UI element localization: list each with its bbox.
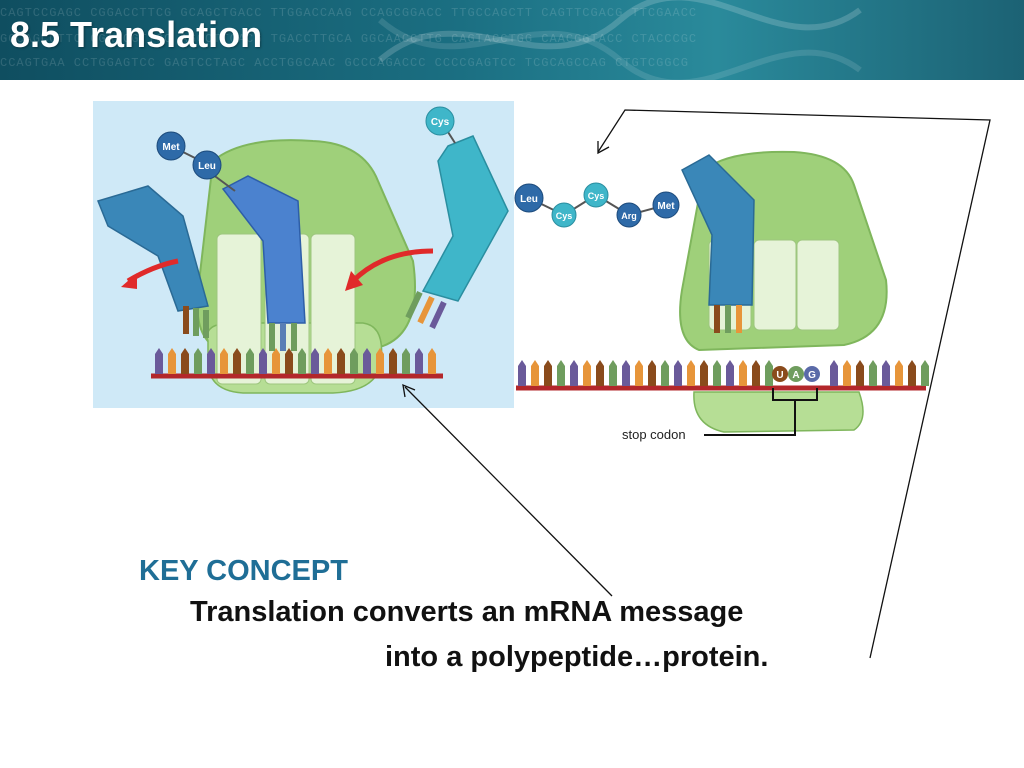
mrna-base: [726, 360, 734, 386]
mrna-base: [661, 360, 669, 386]
amino-acid-leu: [514, 183, 544, 213]
mrna-base: [752, 360, 760, 386]
mrna-base: [402, 348, 410, 374]
key-concept-heading: KEY CONCEPT: [139, 555, 348, 587]
dna-sequence-row: CCAGTGAA CCTGGAGTCC GAGTCCTAGC ACCTGGCAA…: [0, 56, 689, 70]
amino-acid-label: Met: [657, 201, 675, 212]
mrna-base: [622, 360, 630, 386]
mrna-base: [739, 360, 747, 386]
mrna-base: [700, 360, 708, 386]
amino-acid-met: [156, 131, 186, 161]
ribosome-small-subunit: [693, 391, 864, 433]
mrna-bases: [518, 360, 929, 386]
mrna-base: [518, 360, 526, 386]
translation-diagram-right: U A G stop codon Leu Cys Cys Arg Met: [514, 140, 934, 460]
mrna-base: [324, 348, 332, 374]
key-concept-text-line: into a polypeptide…protein.: [385, 641, 769, 673]
mrna-base: [674, 360, 682, 386]
mrna-base: [272, 348, 280, 374]
mrna-base: [531, 360, 539, 386]
trna-p-site: [221, 175, 306, 324]
mrna-base: [687, 360, 695, 386]
amino-acid-label: Cys: [556, 211, 573, 221]
mrna-base: [609, 360, 617, 386]
stop-codon-letter: A: [792, 370, 799, 381]
e-site: [216, 233, 262, 385]
mrna-base: [908, 360, 916, 386]
mrna-base: [155, 348, 163, 374]
enter-arrow: [351, 248, 434, 283]
mrna-base: [869, 360, 877, 386]
mrna-base: [194, 348, 202, 374]
mrna-base: [882, 360, 890, 386]
trna-exiting: [96, 185, 209, 312]
amino-acid-label: Leu: [198, 161, 216, 172]
a-site: [310, 233, 356, 385]
mrna-base: [389, 348, 397, 374]
mrna-base: [856, 360, 864, 386]
mrna-base: [635, 360, 643, 386]
mrna-base: [921, 360, 929, 386]
key-concept-text-line: Translation converts an mRNA message: [190, 596, 744, 628]
mrna-base: [570, 360, 578, 386]
mrna-base: [376, 348, 384, 374]
amino-acid-label: Cys: [431, 117, 450, 128]
mrna-base: [415, 348, 423, 374]
amino-acid-label: Arg: [621, 211, 637, 221]
mrna-base: [233, 348, 241, 374]
amino-acid-cys: [551, 202, 577, 228]
mrna-base: [168, 348, 176, 374]
stop-codon-letter: U: [776, 370, 783, 381]
amino-acid-leu: [192, 150, 222, 180]
mrna-base: [557, 360, 565, 386]
mrna-base: [311, 348, 319, 374]
mrna-base: [285, 348, 293, 374]
mrna-base: [544, 360, 552, 386]
amino-acid-label: Leu: [520, 194, 538, 205]
stop-codon-label: stop codon: [622, 427, 686, 442]
mrna-base: [765, 360, 773, 386]
stop-codon-letter: G: [808, 370, 816, 381]
mrna-base: [298, 348, 306, 374]
mrna-base: [337, 348, 345, 374]
mrna-bases: [155, 348, 436, 374]
mrna-base: [648, 360, 656, 386]
dna-sequence-row: GGCAGCCTTC CGACGGTTCC AGCCTTGACG TGACCTT…: [0, 32, 698, 46]
mrna-base: [350, 348, 358, 374]
mrna-base: [220, 348, 228, 374]
translation-diagram-left: Met Leu Cys: [93, 101, 514, 408]
mrna-base: [428, 348, 436, 374]
trna-entering: [421, 135, 509, 302]
mrna-base: [843, 360, 851, 386]
mrna-base: [596, 360, 604, 386]
mrna-base: [259, 348, 267, 374]
mrna-base: [583, 360, 591, 386]
amino-acid-cys: [425, 106, 455, 136]
mrna-base: [830, 360, 838, 386]
mrna-base: [895, 360, 903, 386]
mrna-base: [363, 348, 371, 374]
mrna-base: [181, 348, 189, 374]
mrna-base: [713, 360, 721, 386]
mrna-base: [207, 348, 215, 374]
header-banner: CAGTCCGAGC CGGACCTTCG GCAGCTGACC TTGGACC…: [0, 0, 1024, 80]
amino-acid-label: Met: [162, 142, 180, 153]
dna-sequence-row: CAGTCCGAGC CGGACCTTCG GCAGCTGACC TTGGACC…: [0, 6, 698, 20]
dna-helix-decoration: [378, 0, 862, 80]
slide-title: 8.5 Translation: [10, 14, 263, 55]
amino-acid-label: Cys: [588, 191, 605, 201]
mrna-base: [246, 348, 254, 374]
